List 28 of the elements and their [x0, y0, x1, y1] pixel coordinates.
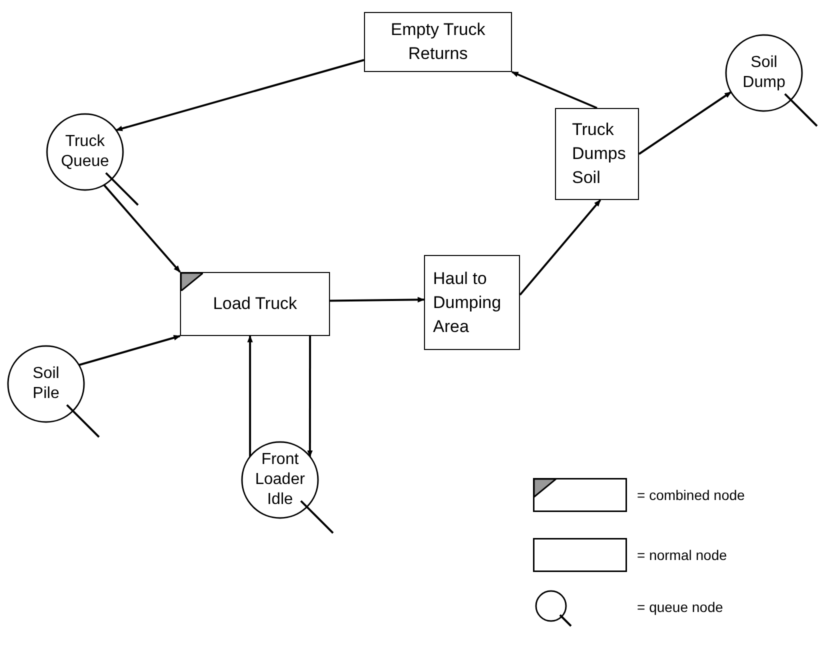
arrow — [78, 335, 181, 366]
node-label: Empty Truck Returns — [390, 19, 486, 65]
queue-node — [46, 113, 140, 207]
node-label: Load Truck — [212, 293, 298, 315]
legend-label: = normal node — [637, 546, 727, 565]
combined-node — [180, 272, 330, 336]
arrow — [519, 199, 602, 296]
node-label: Truck Dumps Soil — [572, 119, 627, 189]
arrow — [115, 59, 364, 132]
arrow — [247, 335, 253, 457]
arrow — [330, 296, 425, 303]
process-box — [424, 255, 520, 350]
legend-label: = queue node — [637, 598, 724, 617]
queue-node — [725, 34, 819, 128]
node-label: Soil Pile — [32, 364, 60, 404]
queue-node — [241, 441, 335, 535]
node-label: Soil Dump — [742, 53, 786, 93]
node-label: Haul to Dumping Area — [433, 268, 502, 338]
process-box — [555, 108, 639, 200]
arrow — [511, 71, 598, 109]
queue-node — [7, 345, 101, 439]
node-label: Front Loader Idle — [255, 450, 305, 510]
arrow — [638, 91, 732, 155]
arrow — [103, 184, 181, 273]
legend-label: = combined node — [637, 486, 745, 505]
node-label: Truck Queue — [60, 132, 110, 172]
process-box — [364, 12, 512, 72]
arrow — [307, 336, 313, 458]
